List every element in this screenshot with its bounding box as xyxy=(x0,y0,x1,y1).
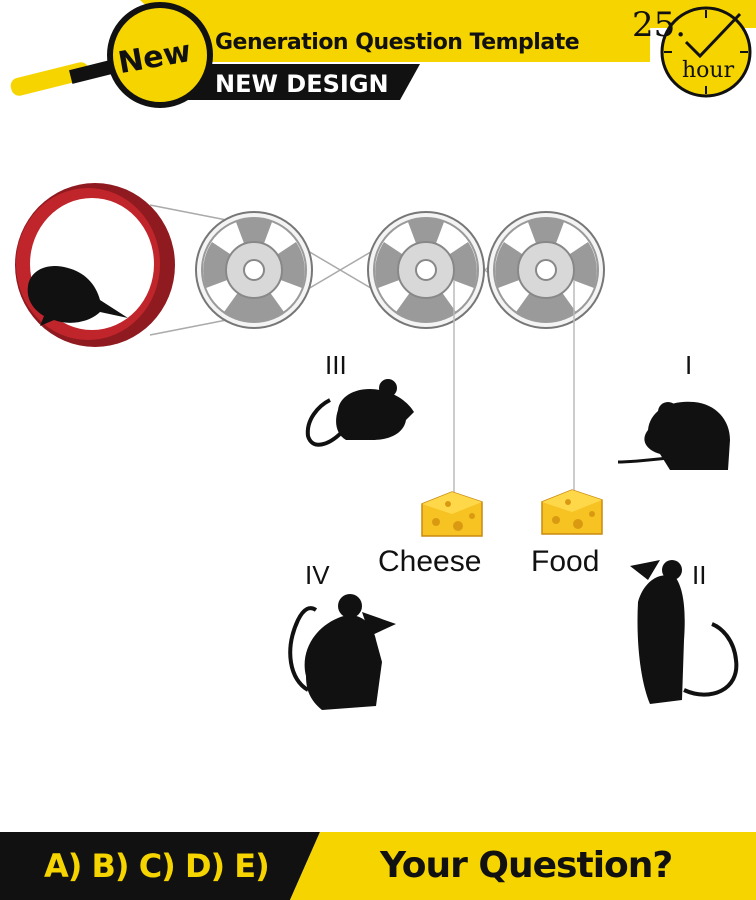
hamster-wheel xyxy=(15,183,175,347)
mouse-ii-label: II xyxy=(692,560,707,590)
clock-unit: hour xyxy=(682,58,735,83)
cheese-label: Cheese xyxy=(378,545,482,578)
mouse-in-wheel-icon xyxy=(27,266,129,326)
clock-icon xyxy=(660,6,752,98)
question-prompt: Your Question? xyxy=(380,845,673,886)
pulley-3-icon xyxy=(487,211,605,329)
pulley-1-icon xyxy=(195,211,313,329)
food-icon xyxy=(541,489,603,535)
subtitle-band xyxy=(175,64,420,100)
mouse-ii-icon xyxy=(630,560,739,704)
header-banner xyxy=(10,0,756,108)
mouse-iv-label: IV xyxy=(305,560,330,590)
page-subtitle: NEW DESIGN xyxy=(215,70,389,98)
page-title: Generation Question Template xyxy=(215,30,580,55)
magnifier-icon xyxy=(107,2,213,108)
food-label: Food xyxy=(531,545,600,578)
mouse-iv-icon xyxy=(288,594,396,710)
mouse-i-label: I xyxy=(685,350,693,380)
title-band xyxy=(150,0,650,62)
mouse-i-icon xyxy=(617,401,730,470)
mouse-iii-label: III xyxy=(325,350,347,380)
checkmark-icon xyxy=(684,12,742,59)
cheese-icon xyxy=(421,491,483,537)
footer-bar xyxy=(0,832,756,900)
mouse-iii-icon xyxy=(305,379,414,447)
answer-choices: A) B) C) D) E) xyxy=(44,847,270,885)
pulley-2-icon xyxy=(367,211,485,329)
experiment-scene xyxy=(15,183,739,710)
clock-number: 25. xyxy=(632,5,687,45)
